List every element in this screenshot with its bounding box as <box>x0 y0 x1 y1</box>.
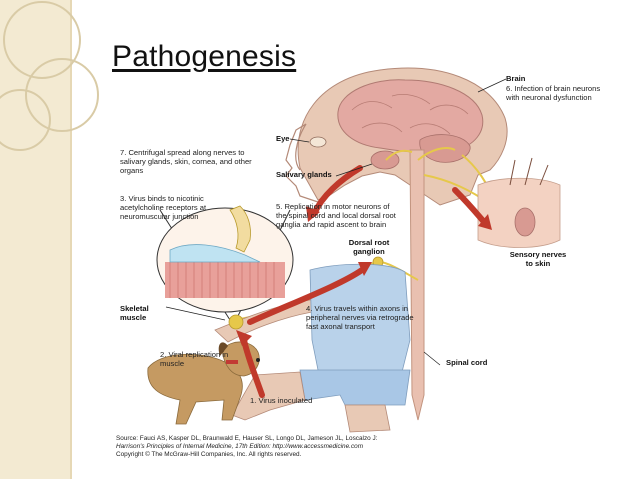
label-salivary-glands: Salivary glands <box>276 170 332 179</box>
label-sensory-nerves: Sensory nerves to skin <box>509 250 567 268</box>
leg-lower-shape <box>344 404 391 433</box>
neuromuscular-junction <box>169 244 261 263</box>
eye-shape <box>309 136 327 148</box>
label-step7: 7. Centrifugal spread along nerves to sa… <box>120 148 252 175</box>
dog-nose <box>256 358 260 362</box>
brain-gyri <box>351 94 469 135</box>
spinal-cord-shape <box>409 149 425 421</box>
slide-title: Pathogenesis <box>112 40 297 73</box>
arrow-step4 <box>247 267 365 325</box>
source-citation: Source: Fauci AS, Kasper DL, Braunwald E… <box>116 435 377 460</box>
inoculation-site <box>228 314 244 330</box>
arrow-step7 <box>311 165 363 217</box>
label-step5: 5. Replication in motor neurons of the s… <box>276 202 396 229</box>
label-step3: 3. Virus binds to nicotinic acetylcholin… <box>120 194 207 221</box>
label-dorsal-root-ganglion: Dorsal root ganglion <box>348 238 390 256</box>
hair-follicle <box>514 207 536 237</box>
leader-lines <box>165 78 507 366</box>
source-line-1: Source: Fauci AS, Kasper DL, Braunwald E… <box>116 435 378 442</box>
muscle-fibres <box>165 262 285 298</box>
label-skeletal-muscle: Skeletal muscle <box>120 304 149 322</box>
label-step2: 2. Viral replication in muscle <box>160 350 229 368</box>
dog-collar <box>226 360 238 364</box>
label-spinal-cord: Spinal cord <box>446 358 488 367</box>
shorts-shape <box>299 369 411 406</box>
nerve-terminal <box>229 205 251 253</box>
label-step6: 6. Infection of brain neurons with neuro… <box>506 84 601 102</box>
label-step4: 4. Virus travels within axons in periphe… <box>306 304 414 331</box>
arrow-step1 <box>241 337 265 398</box>
decorative-side-band <box>0 0 72 479</box>
source-line-2: Harrison's Principles of Internal Medici… <box>116 443 364 451</box>
brain-shape <box>337 79 484 154</box>
label-brain: Brain <box>506 74 526 83</box>
decorative-circles <box>0 1 99 151</box>
arrowheads <box>236 206 492 346</box>
source-line-3: Copyright © The McGraw-Hill Companies, I… <box>116 451 302 459</box>
dog-body <box>147 353 243 425</box>
arrow-sensory <box>452 187 487 225</box>
dog-ear <box>218 342 228 356</box>
progression-arrows <box>241 165 487 398</box>
face-profile <box>285 123 319 203</box>
label-step1: 1. Virus inoculated <box>250 396 313 405</box>
muscle-striations <box>169 262 275 298</box>
hair-strands <box>509 157 549 186</box>
label-eye: Eye <box>276 134 290 143</box>
